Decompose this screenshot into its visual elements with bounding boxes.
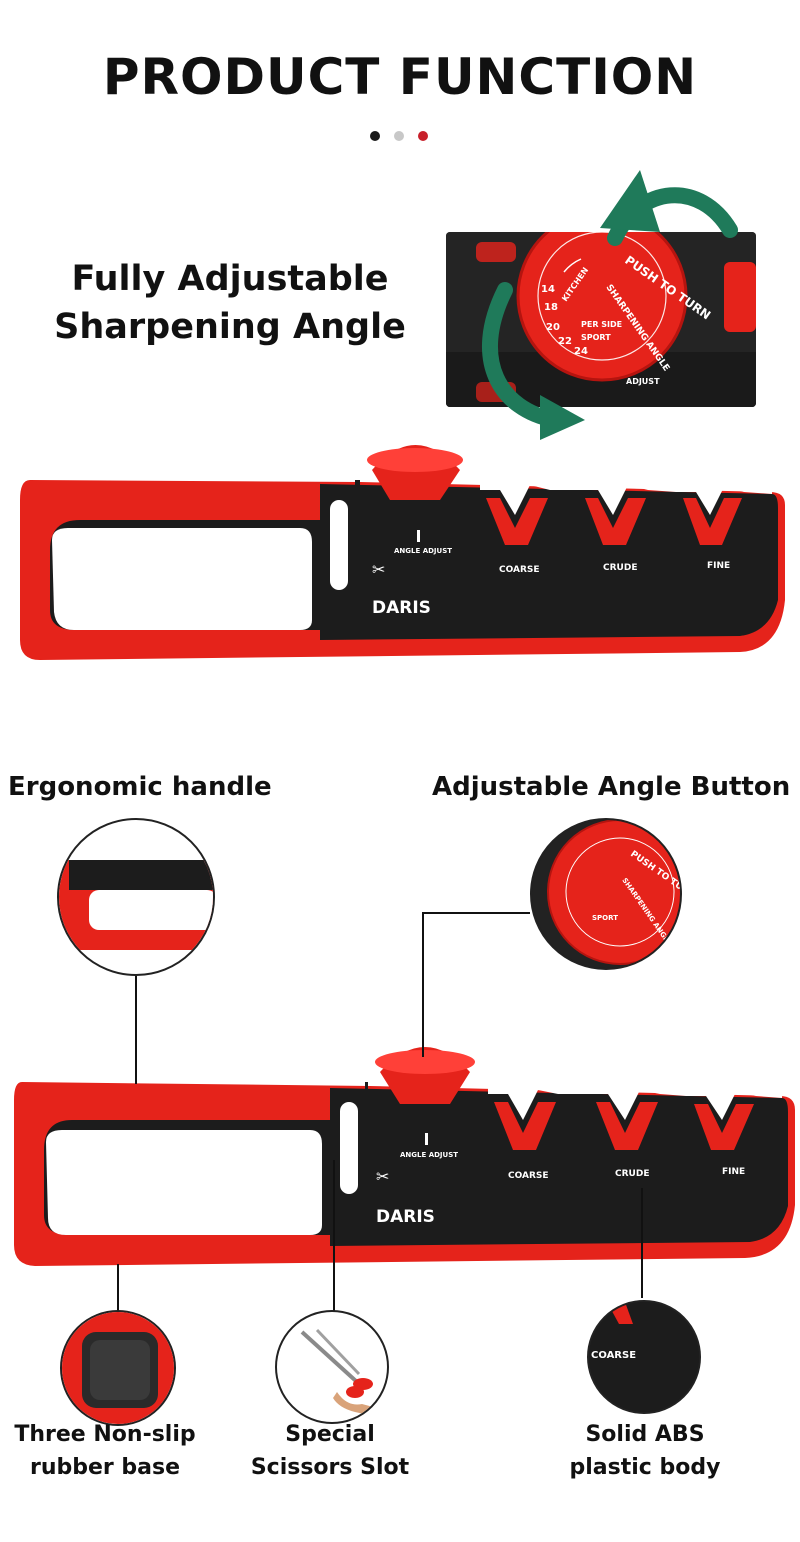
angle-button-detail-circle: PUSH TO TURN SHARPENING ANGLE SPORT — [530, 818, 682, 970]
angle-leader-line-h — [422, 912, 530, 914]
carousel-dots — [370, 131, 428, 141]
scissors-detail-graphic — [300, 1328, 377, 1416]
scissors-leader-line — [333, 1160, 335, 1312]
arrow-head-bottom-icon — [540, 395, 585, 440]
scissors-icon-bottom: ✂ — [376, 1167, 389, 1186]
slot-label-coarse-bottom: COARSE — [508, 1171, 549, 1181]
dial-num-18: 18 — [544, 302, 558, 313]
detail-dial-sport-text: SPORT — [592, 914, 618, 922]
sharpener-product-top: ANGLE ADJUST ✂ DARIS COARSE CRUDE FINE — [20, 445, 785, 660]
abs-body-detail-circle: COARSE — [587, 1300, 701, 1414]
dial-num-22: 22 — [558, 336, 572, 347]
handle-detail-graphic — [59, 860, 213, 950]
feature-heading-line1: Fully Adjustable — [71, 259, 389, 299]
angle-adjust-label-bottom: ANGLE ADJUST — [400, 1151, 458, 1159]
arrow-head-top-icon — [600, 170, 660, 232]
rubber-base-caption: Three Non-slip rubber base — [10, 1418, 200, 1484]
brand-logo-top: DARIS — [372, 598, 431, 618]
abs-detail-coarse-label: COARSE — [591, 1350, 636, 1361]
rubber-base-detail-circle — [60, 1310, 176, 1426]
page-title: PRODUCT FUNCTION — [102, 48, 698, 106]
ergonomic-handle-heading: Ergonomic handle — [8, 772, 272, 802]
slot-label-crude-top: CRUDE — [603, 563, 637, 573]
scissors-caption: Special Scissors Slot — [235, 1418, 425, 1484]
carousel-dot-3[interactable] — [418, 131, 428, 141]
handle-detail-circle — [57, 818, 215, 976]
scissors-detail-circle — [275, 1310, 389, 1424]
rubber-base-detail-graphic — [62, 1312, 174, 1424]
feature-heading: Fully Adjustable Sharpening Angle — [40, 255, 420, 351]
abs-body-caption-line1: Solid ABS — [585, 1422, 705, 1447]
carousel-dot-2[interactable] — [394, 131, 404, 141]
scissors-caption-line2: Scissors Slot — [250, 1455, 410, 1480]
abs-body-detail-graphic: COARSE — [589, 1302, 699, 1412]
slot-label-fine-top: FINE — [707, 561, 730, 571]
dial-num-20: 20 — [546, 322, 560, 333]
dial-per-side-text: PER SIDE — [581, 320, 622, 329]
angle-adjust-label-top: ANGLE ADJUST — [394, 547, 452, 555]
adjustable-angle-heading: Adjustable Angle Button — [432, 772, 791, 802]
slot-label-fine-bottom: FINE — [722, 1167, 745, 1177]
dial-num-14: 14 — [541, 284, 555, 295]
rubber-base-leader-line — [117, 1264, 119, 1312]
abs-body-caption: Solid ABS plastic body — [545, 1418, 745, 1484]
carousel-dot-1[interactable] — [370, 131, 380, 141]
rubber-base-caption-line1: Three Non-slip — [14, 1422, 196, 1447]
dial-adjust-text: ADJUST — [626, 377, 660, 386]
scissors-caption-line1: Special — [285, 1422, 375, 1447]
abs-body-caption-line2: plastic body — [569, 1455, 721, 1480]
dial-num-24: 24 — [574, 346, 588, 357]
handle-leader-line — [135, 976, 137, 1084]
angle-button-detail-graphic: PUSH TO TURN SHARPENING ANGLE SPORT — [532, 820, 680, 968]
dial-sport-text: SPORT — [581, 333, 611, 342]
scissors-icon: ✂ — [372, 560, 385, 579]
abs-leader-line — [641, 1188, 643, 1298]
rotation-arrows — [481, 170, 738, 440]
slot-label-crude-bottom: CRUDE — [615, 1169, 649, 1179]
angle-leader-line-v — [422, 912, 424, 1057]
slot-label-coarse-top: COARSE — [499, 565, 540, 575]
rotation-arrow-bottom-icon — [481, 282, 563, 428]
rubber-base-caption-line2: rubber base — [29, 1455, 181, 1480]
feature-heading-line2: Sharpening Angle — [54, 307, 406, 347]
brand-logo-bottom: DARIS — [376, 1207, 435, 1227]
sharpener-product-bottom: ANGLE ADJUST ✂ DARIS COARSE CRUDE FINE — [14, 1047, 795, 1266]
